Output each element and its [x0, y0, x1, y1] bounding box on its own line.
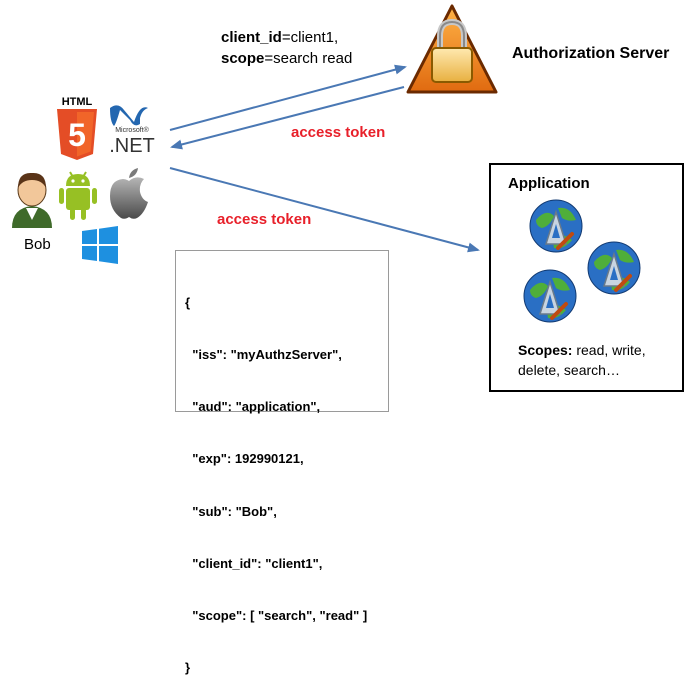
apple-icon — [110, 168, 148, 219]
user-avatar-icon — [12, 172, 52, 228]
jwt-line: "client_id": "client1", — [185, 555, 323, 571]
scopes-key: Scopes: — [518, 342, 573, 358]
client-id-value: =client1, — [281, 29, 339, 46]
jwt-line: "exp": 192990121, — [185, 451, 304, 467]
token-to-app-arrow — [169, 167, 480, 253]
dotnet-icon: Microsoft® .NET — [104, 100, 160, 157]
scopes-line-2: delete, search… — [518, 362, 620, 378]
html5-number: 5 — [68, 117, 86, 153]
padlock-warning-icon — [406, 4, 498, 94]
html5-icon: HTML 5 — [54, 94, 100, 164]
globe-app-icon — [523, 269, 577, 323]
jwt-line: "iss": "myAuthzServer", — [185, 347, 342, 363]
scope-value: =search read — [264, 50, 353, 67]
user-name: Bob — [24, 236, 51, 253]
authorization-server-label: Authorization Server — [512, 45, 670, 62]
scope-key: scope — [221, 50, 265, 67]
android-icon — [59, 171, 97, 220]
jwt-line: } — [185, 660, 191, 676]
application-scopes: Scopes: read, write, delete, search… — [518, 340, 646, 380]
application-title: Application — [508, 175, 590, 192]
token-response-arrow — [170, 86, 405, 150]
application-box — [489, 163, 684, 392]
globe-app-icon — [529, 199, 583, 253]
request-arrow — [169, 64, 407, 131]
jwt-line: "scope": [ "search", "read" ] — [185, 608, 368, 624]
access-token-label-2: access token — [217, 211, 312, 228]
globe-app-icon — [587, 241, 641, 295]
token-request-params: client_id=client1, scope=search read — [221, 27, 352, 69]
client-id-key: client_id — [221, 29, 282, 46]
flow-arrows — [169, 64, 480, 253]
dotnet-text: .NET — [109, 135, 155, 156]
jwt-line: { — [185, 294, 191, 310]
html5-text: HTML — [62, 96, 93, 108]
jwt-payload-box: { "iss": "myAuthzServer", "aud": "applic… — [175, 250, 389, 675]
windows-icon — [82, 226, 118, 264]
access-token-label-1: access token — [291, 124, 386, 141]
jwt-line: "sub": "Bob", — [185, 503, 277, 519]
scopes-line-1: read, write, — [572, 342, 646, 358]
jwt-line: "aud": "application", — [185, 399, 321, 415]
dotnet-microsoft-text: Microsoft® — [115, 126, 149, 134]
